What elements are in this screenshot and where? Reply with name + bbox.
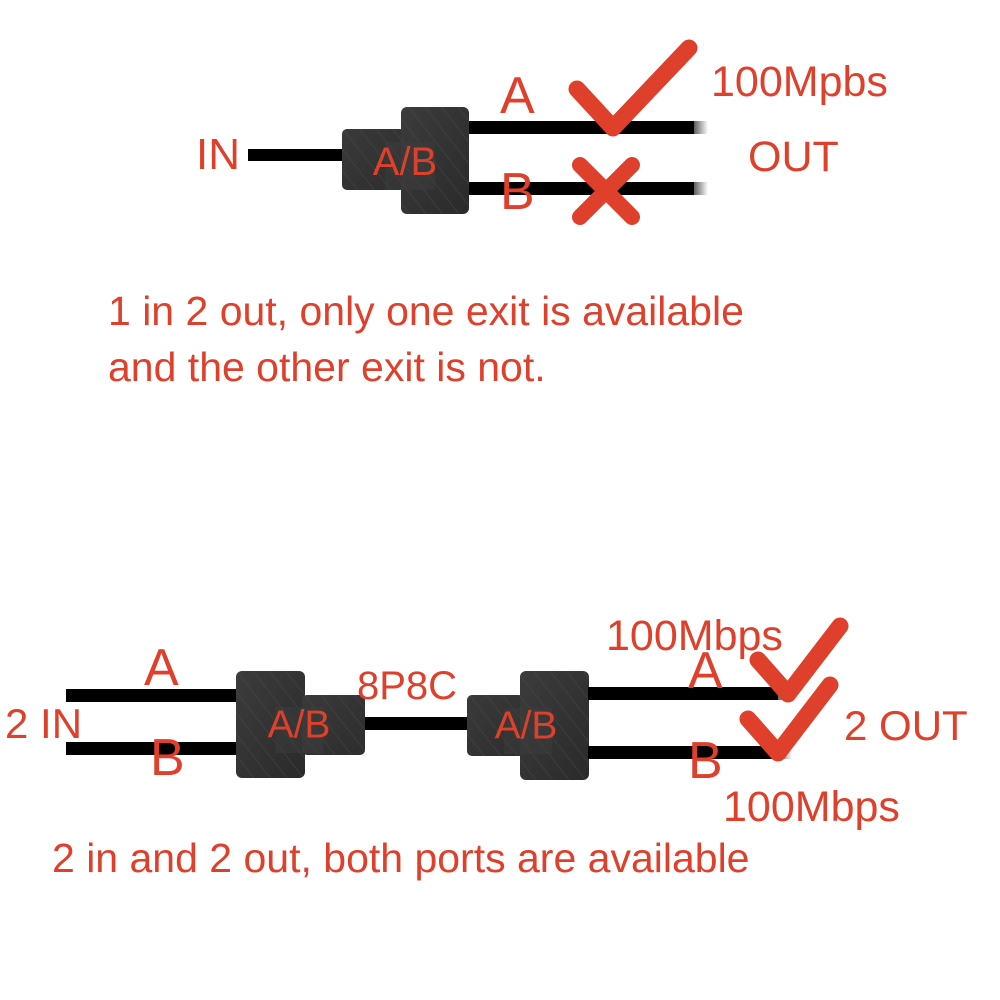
bottom-output-b-label: B <box>688 732 723 790</box>
bottom-output-a-label: A <box>688 642 723 700</box>
bottom-right-ab-adapter[interactable]: A/B <box>466 670 590 782</box>
bottom-input-label: 2 IN <box>5 700 83 747</box>
check-mark-icon-b <box>739 676 839 762</box>
bottom-output-b-cable <box>588 746 778 759</box>
bottom-speed-top-label: 100Mbps <box>606 612 783 660</box>
top-output-a-cable <box>466 121 694 134</box>
top-output-a-label: A <box>500 67 535 125</box>
top-out-label: OUT <box>748 133 839 181</box>
bottom-link-label: 8P8C <box>357 664 458 708</box>
bottom-out-label: 2 OUT <box>844 702 968 749</box>
cross-mark-icon <box>572 157 640 225</box>
adapter-body-icon <box>342 107 469 214</box>
top-input-cable <box>248 149 348 161</box>
bottom-input-b-cable <box>66 742 238 755</box>
bottom-input-b-label: B <box>150 729 185 787</box>
bottom-left-ab-adapter[interactable]: A/B <box>235 670 366 780</box>
top-input-label: IN <box>196 130 240 179</box>
top-caption-line-2: and the other exit is not. <box>108 344 546 390</box>
top-output-b-cable-fade <box>686 182 708 195</box>
top-caption-line-1: 1 in 2 out, only one exit is available <box>108 288 744 334</box>
adapter-body-icon <box>467 671 589 780</box>
check-mark-icon <box>568 39 698 137</box>
bottom-input-a-label: A <box>144 639 179 697</box>
top-ab-adapter[interactable]: A/B <box>341 106 471 219</box>
check-mark-icon-a <box>749 617 849 703</box>
top-diagram-group: IN <box>0 0 1000 400</box>
top-output-b-cable <box>466 182 694 195</box>
top-speed-label: 100Mpbs <box>711 58 888 106</box>
bottom-output-a-cable <box>588 687 778 700</box>
bottom-caption-line-1: 2 in and 2 out, both ports are available <box>52 835 750 881</box>
bottom-input-a-cable <box>66 689 238 702</box>
top-output-a-cable-fade <box>686 121 708 134</box>
adapter-body-icon <box>236 671 365 778</box>
bottom-diagram-group: 2 IN A B <box>0 580 1000 920</box>
bottom-link-cable <box>365 717 468 730</box>
bottom-speed-bottom-label: 100Mbps <box>723 783 900 831</box>
top-output-b-label: B <box>500 163 535 221</box>
